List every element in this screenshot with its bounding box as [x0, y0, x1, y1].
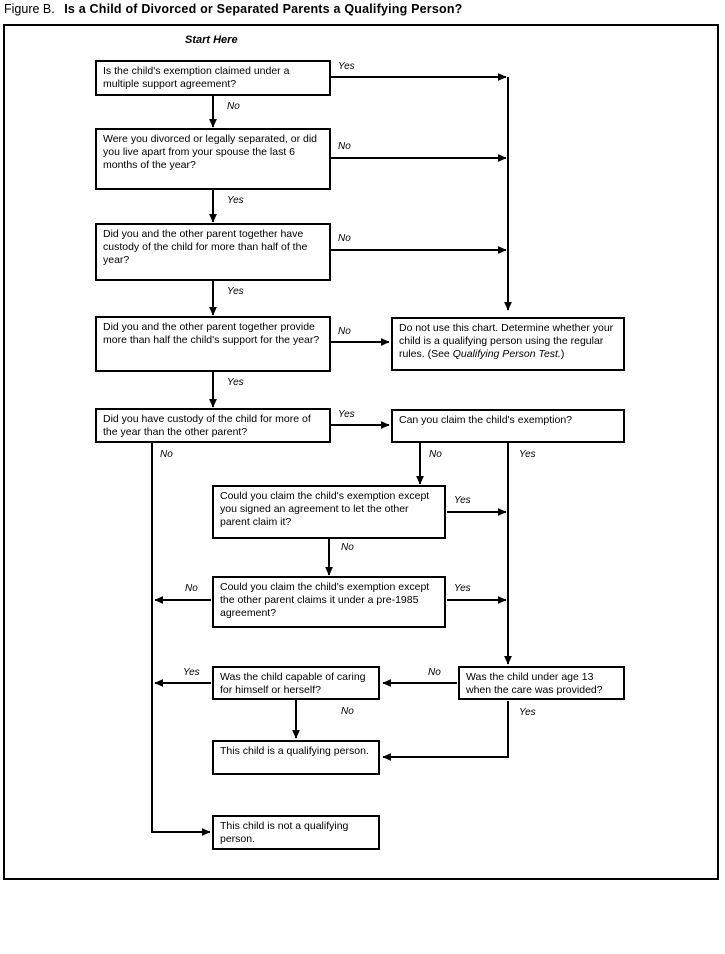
edge-label-n3-yes: Yes	[227, 286, 244, 297]
node-custody-more-of-year[interactable]: Did you have custody of the child for mo…	[95, 408, 331, 443]
edge-label-n9-no: No	[185, 583, 198, 594]
edge-label-n1-no: No	[227, 101, 240, 112]
node-signed-agreement-release[interactable]: Could you claim the child's exemption ex…	[212, 485, 446, 539]
qualifying-person-test-reference: Qualifying Person Test.	[452, 348, 561, 361]
edge-label-n4-no: No	[338, 326, 351, 337]
edge-label-n3-no: No	[338, 233, 351, 244]
edge-label-n10-yes: Yes	[183, 667, 200, 678]
edge-label-n1-yes: Yes	[338, 61, 355, 72]
node-can-you-claim-exemption[interactable]: Can you claim the child's exemption?	[391, 409, 625, 443]
node-joint-custody-half-year[interactable]: Did you and the other parent together ha…	[95, 223, 331, 281]
edge-label-n5-yes: Yes	[338, 409, 355, 420]
node-not-qualifying-person[interactable]: This child is not a qualifying person.	[212, 815, 380, 850]
edge-label-n10-no: No	[341, 706, 354, 717]
node-pre-1985-agreement[interactable]: Could you claim the child's exemption ex…	[212, 576, 446, 628]
edge-label-n11-no: No	[428, 667, 441, 678]
node-child-capable-of-self-care[interactable]: Was the child capable of caring for hims…	[212, 666, 380, 700]
figure-heading: Is a Child of Divorced or Separated Pare…	[64, 2, 463, 16]
edge-label-n5-no: No	[160, 449, 173, 460]
edge-label-n7-no: No	[429, 449, 442, 460]
node-is-qualifying-person[interactable]: This child is a qualifying person.	[212, 740, 380, 775]
edge-label-n7-yes: Yes	[519, 449, 536, 460]
edge-label-n4-yes: Yes	[227, 377, 244, 388]
figure-title: Figure B. Is a Child of Divorced or Sepa…	[4, 1, 463, 17]
edge-label-n11-yes: Yes	[519, 707, 536, 718]
edge-label-n2-yes: Yes	[227, 195, 244, 206]
do-not-use-text-part2: )	[560, 348, 565, 361]
do-not-use-text-part1: Do not use this chart. Determine whether…	[399, 322, 614, 361]
edge-label-n9-yes: Yes	[454, 583, 471, 594]
start-here-label: Start Here	[185, 34, 238, 46]
node-child-under-age-13[interactable]: Was the child under age 13 when the care…	[458, 666, 625, 700]
figure-number: Figure B.	[4, 2, 55, 16]
node-half-support-provided[interactable]: Did you and the other parent together pr…	[95, 316, 331, 372]
node-do-not-use-this-chart[interactable]: Do not use this chart. Determine whether…	[391, 317, 625, 371]
edge-label-n8-yes: Yes	[454, 495, 471, 506]
edge-label-n2-no: No	[338, 141, 351, 152]
node-multiple-support-agreement[interactable]: Is the child's exemption claimed under a…	[95, 60, 331, 96]
edge-label-n8-no: No	[341, 542, 354, 553]
node-divorced-or-separated[interactable]: Were you divorced or legally separated, …	[95, 128, 331, 190]
